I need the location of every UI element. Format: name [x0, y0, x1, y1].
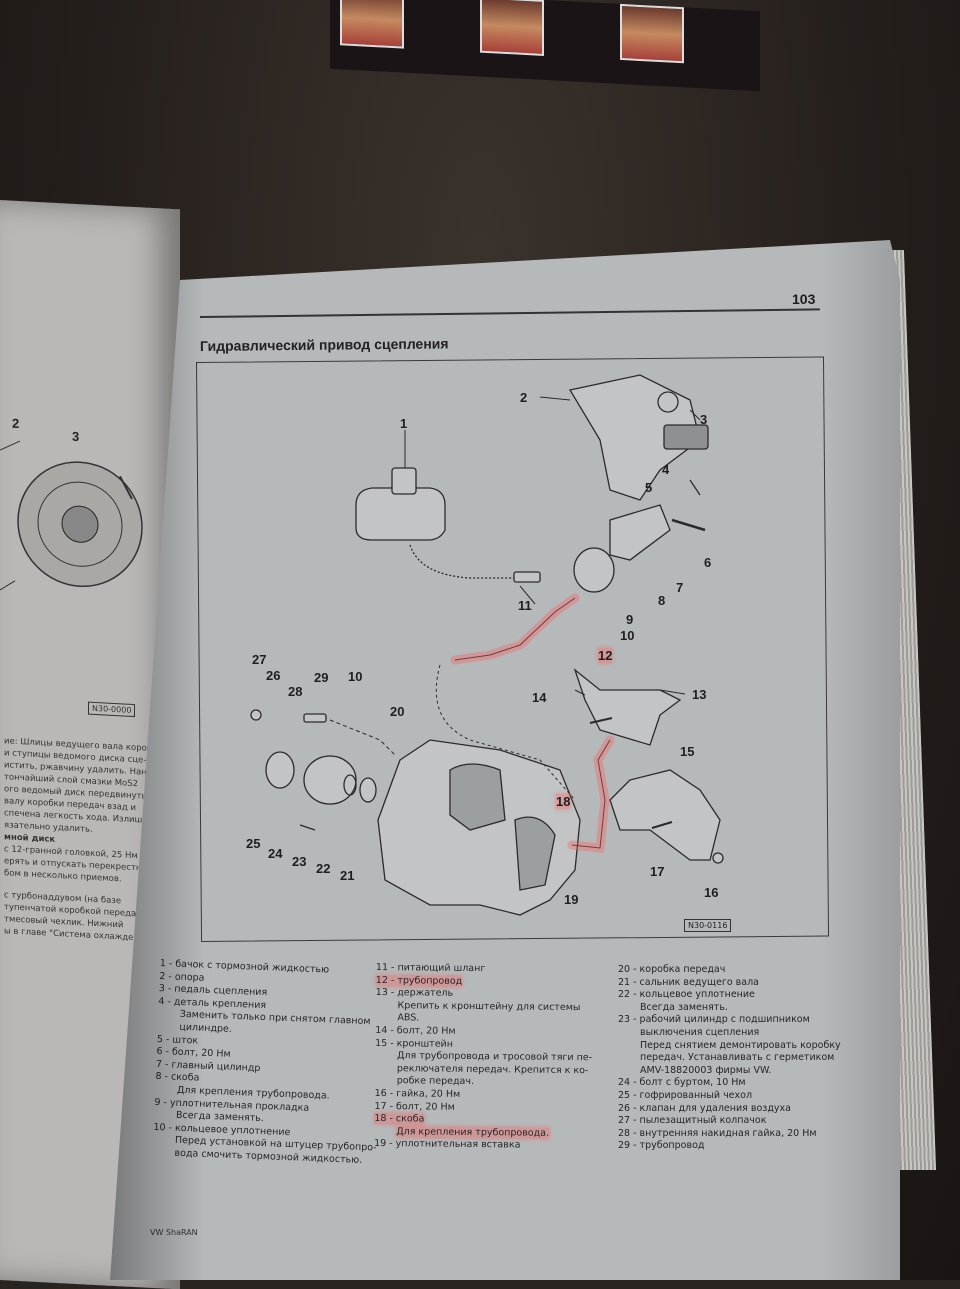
- feed-hose-drawing: [409, 544, 540, 579]
- callout-5: 5: [645, 480, 653, 495]
- callout-4: 4: [662, 462, 670, 477]
- pipe-29-drawing: [329, 719, 396, 756]
- callout-1: 1: [400, 416, 408, 431]
- legend-column-3: 20 - коробка передач 21 - сальник ведуще…: [618, 964, 841, 1153]
- legend-item-highlighted: 12 - трубопровод: [375, 974, 463, 987]
- callout-7: 7: [676, 580, 684, 595]
- callout-19: 19: [564, 892, 579, 907]
- callout-9: 9: [626, 612, 634, 627]
- legend-item: 28 - внутренняя накидная гайка, 20 Нм: [618, 1127, 817, 1139]
- legend-item: 24 - болт с буртом, 10 Нм: [618, 1077, 746, 1089]
- legend-note-highlighted: Для крепления трубопровода.: [396, 1125, 550, 1139]
- callout-14: 14: [532, 690, 547, 705]
- callout-6: 6: [704, 555, 712, 570]
- legend-note: AMV-18820003 фирмы VW.: [640, 1064, 772, 1076]
- legend-note: Перед снятием демонтировать коробку: [640, 1039, 841, 1051]
- pipe-18-drawing: [571, 739, 611, 849]
- callout-27: 27: [252, 652, 267, 667]
- legend-item: 20 - коробка передач: [618, 964, 726, 975]
- pipe-12-drawing: [454, 597, 576, 661]
- legend-column-1: 1 - бачок с тормозной жидкостью 2 - опор…: [152, 958, 383, 1168]
- pipe-12-highlight: [450, 593, 580, 665]
- callout-10-secondary: 10: [348, 669, 363, 684]
- callout-24: 24: [268, 846, 283, 861]
- legend-item: 25 - гофрированный чехол: [618, 1089, 753, 1101]
- callout-21: 21: [340, 868, 355, 883]
- master-cylinder-drawing: [609, 504, 671, 561]
- boot-drawing: [265, 751, 295, 789]
- legend-item: 26 - клапан для удаления воздуха: [618, 1102, 791, 1114]
- callout-3: 3: [700, 412, 708, 427]
- callout-20: 20: [390, 704, 405, 719]
- legend-item: 29 - трубопровод: [618, 1140, 705, 1152]
- page-footer: VW ShaRAN: [150, 1228, 198, 1237]
- left-page: 2 3 4 N30-0000 ие: Шлицы ведущего вала к…: [0, 200, 180, 1289]
- page-number: 103: [792, 291, 816, 307]
- legend-item-highlighted: 18 - скоба: [374, 1113, 425, 1125]
- callout-11: 11: [518, 598, 532, 613]
- reservoir-cap: [391, 467, 417, 495]
- legend-item: 23 - рабочий цилиндр с подшипником: [618, 1014, 810, 1026]
- callout-15: 15: [680, 744, 695, 759]
- callout-8: 8: [658, 593, 666, 608]
- callout-29: 29: [314, 670, 329, 685]
- callout-13: 13: [692, 687, 707, 702]
- clutch-disc-drawing: [0, 440, 143, 591]
- callout-22: 22: [316, 861, 331, 876]
- callout-23: 23: [292, 854, 307, 869]
- callout-16: 16: [704, 885, 719, 900]
- callout-25: 25: [246, 836, 261, 851]
- figure-code: N30-0116: [684, 919, 732, 932]
- callout-18-highlighted: 18: [556, 794, 571, 809]
- pipe-18-highlight: [567, 735, 615, 853]
- legend-note: Всегда заменять.: [640, 1001, 728, 1013]
- legend-item: 19 - уплотнительная вставка: [374, 1138, 521, 1151]
- callout-2: 2: [520, 390, 528, 405]
- callout-10: 10: [620, 628, 635, 643]
- legend-item: 27 - пылезащитный колпачок: [618, 1115, 767, 1127]
- callout-28: 28: [288, 684, 303, 699]
- bracket-drawing: [609, 769, 721, 861]
- callout-26: 26: [266, 668, 281, 683]
- reservoir-drawing: [355, 487, 446, 541]
- callout-12-highlighted: 12: [598, 648, 613, 663]
- legend-item: 22 - кольцевое уплотнение: [618, 989, 755, 1001]
- legend-note: передач. Устанавливать с герметиком: [640, 1052, 835, 1064]
- legend-item: 21 - сальник ведущего вала: [618, 976, 759, 988]
- callout-17: 17: [650, 864, 665, 879]
- legend-note: выключения сцепления: [640, 1026, 760, 1038]
- holder-drawing: [573, 668, 682, 746]
- legend-column-2: 11 - питающий шланг 12 - трубопровод 13 …: [374, 962, 593, 1153]
